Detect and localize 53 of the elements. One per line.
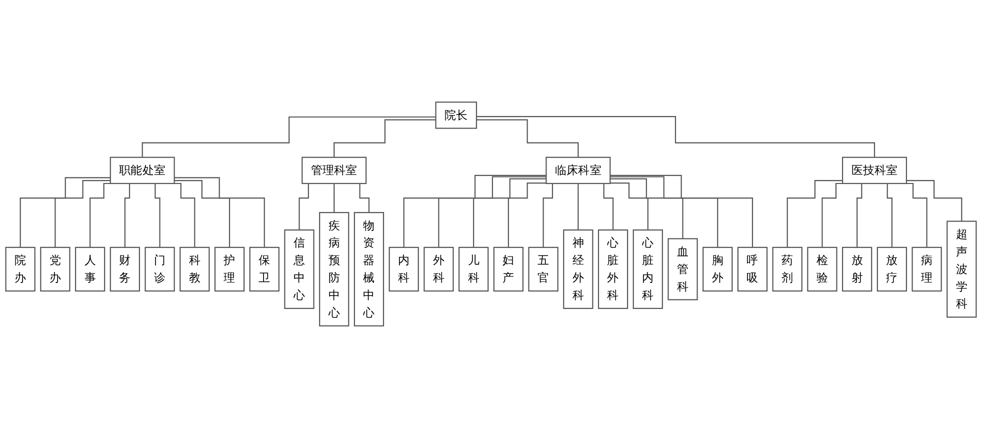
connector <box>438 176 546 248</box>
connector <box>610 174 754 248</box>
connector <box>906 180 962 222</box>
node-box: 党办 <box>40 246 70 292</box>
connector <box>476 119 579 158</box>
connector <box>476 116 876 158</box>
node-box: 物资器械中心 <box>354 212 384 326</box>
node-box: 妇产 <box>493 246 524 292</box>
connector <box>174 180 230 248</box>
node-box: 财务 <box>110 246 140 292</box>
connector <box>174 177 265 248</box>
connector <box>610 178 684 240</box>
connector <box>403 174 546 248</box>
node-box: 护理 <box>214 246 245 292</box>
node-box: 检验 <box>807 246 838 292</box>
node-box: 疾病预防中心 <box>319 212 350 326</box>
node-box: 职能处室 <box>110 156 175 184</box>
node-box: 医技科室 <box>842 156 907 184</box>
node-box: 保卫 <box>249 246 280 292</box>
node-box: 放射 <box>842 246 872 292</box>
connector <box>578 182 579 231</box>
node-box: 血管科 <box>668 238 698 300</box>
connector <box>20 177 110 248</box>
connector <box>54 180 110 248</box>
node-box: 心脏内科 <box>632 229 663 309</box>
node-box: 门诊 <box>144 246 175 292</box>
connector <box>610 182 648 231</box>
connector <box>473 178 546 248</box>
node-box: 儿科 <box>458 246 489 292</box>
node-box: 临床科室 <box>546 156 611 184</box>
node-box: 院长 <box>435 102 478 129</box>
node-box: 院办 <box>5 246 36 292</box>
node-box: 科教 <box>180 246 210 292</box>
node-box: 神经外科 <box>563 229 594 309</box>
connector <box>786 180 843 248</box>
node-box: 超声波学科 <box>946 220 977 318</box>
node-box: 病理 <box>912 246 942 292</box>
node-box: 心脏外科 <box>598 229 628 309</box>
connector <box>610 176 718 248</box>
node-box: 药剂 <box>772 246 802 292</box>
node-box: 放疗 <box>876 246 907 292</box>
connector <box>334 119 436 158</box>
connector <box>334 182 335 214</box>
node-box: 内科 <box>388 246 419 292</box>
connector <box>142 116 436 158</box>
node-box: 五官 <box>528 246 558 292</box>
node-box: 人事 <box>75 246 106 292</box>
node-box: 信息中心 <box>284 229 314 309</box>
node-box: 管理科室 <box>302 156 367 184</box>
node-box: 胸外 <box>702 246 733 292</box>
node-box: 外科 <box>424 246 454 292</box>
connector <box>508 182 546 248</box>
node-box: 呼吸 <box>737 246 768 292</box>
